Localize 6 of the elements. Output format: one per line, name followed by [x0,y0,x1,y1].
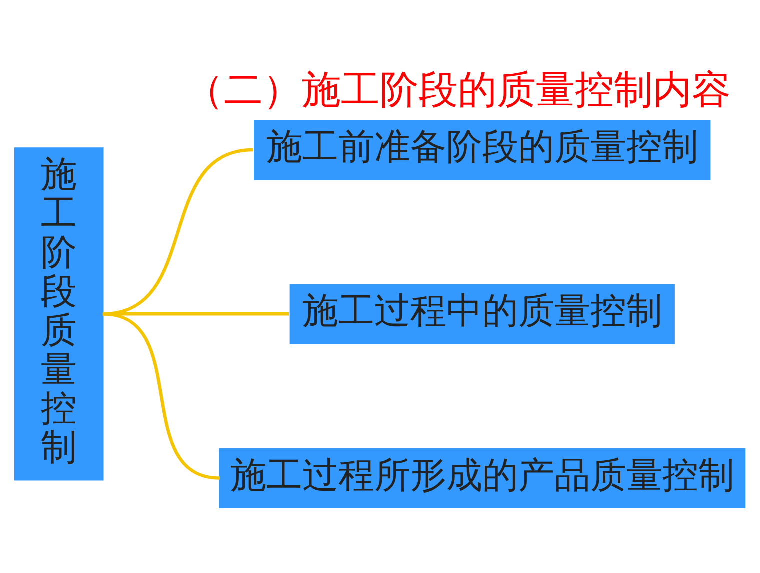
node-box: 施工过程中的质量控制 [290,284,675,344]
node-box: 施工阶段质量控制 [14,148,104,481]
connector [102,312,220,480]
diagram-title: （二）施工阶段的质量控制内容 [185,68,731,114]
node-box: 施工前准备阶段的质量控制 [254,120,711,180]
node-box: 施工过程所形成的产品质量控制 [219,448,746,508]
